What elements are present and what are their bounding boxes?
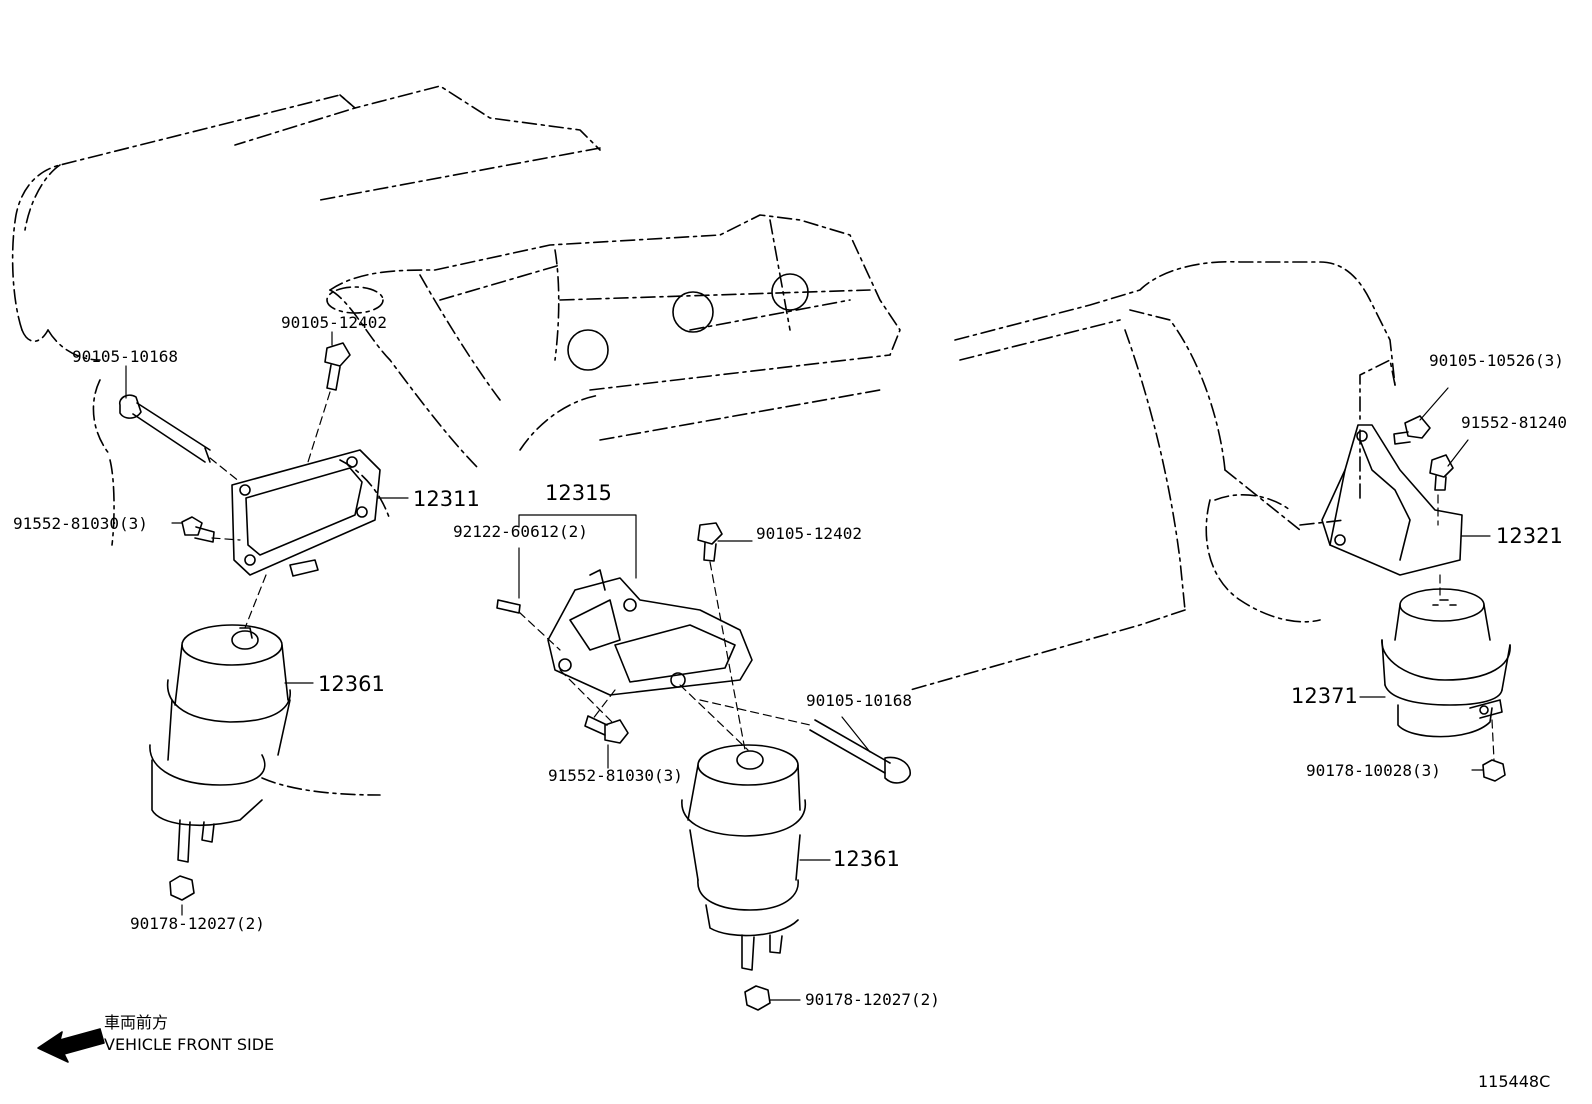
part-number-label: 90105-10526(3) bbox=[1429, 351, 1564, 370]
part-number-label: 12361 bbox=[318, 672, 385, 696]
vehicle-front-legend-english: VEHICLE FRONT SIDE bbox=[104, 1035, 275, 1054]
part-number-label: 90105-10168 bbox=[806, 691, 912, 710]
part-number-label: 90178-10028(3) bbox=[1306, 761, 1441, 780]
bracket-12315 bbox=[547, 569, 753, 696]
mount-12361-left bbox=[149, 624, 291, 863]
nut-90178-12027-left bbox=[169, 875, 195, 901]
front-direction-arrow-icon bbox=[37, 1028, 105, 1063]
bolt-91552-81030-mid bbox=[584, 715, 629, 744]
diagram-code: 115448C bbox=[1478, 1072, 1551, 1091]
part-number-label: 91552-81030(3) bbox=[13, 514, 148, 533]
part-number-label: 92122-60612(2) bbox=[453, 522, 588, 541]
bolt-90105-10526 bbox=[1393, 415, 1431, 445]
bracket-12321 bbox=[1321, 424, 1463, 576]
part-number-label: 90178-12027(2) bbox=[805, 990, 940, 1009]
assembly-lines bbox=[209, 391, 1495, 761]
bolt-90105-12402-mid bbox=[697, 522, 723, 562]
part-number-label: 12361 bbox=[833, 847, 900, 871]
bolt-91552-81030-left bbox=[181, 516, 215, 543]
part-number-label: 12315 bbox=[545, 481, 612, 505]
bolt-90105-12402-top bbox=[324, 342, 351, 391]
part-number-label: 12321 bbox=[1496, 524, 1563, 548]
part-number-label: 90105-12402 bbox=[281, 313, 387, 332]
engine-outline bbox=[11, 85, 1396, 796]
leader-lines bbox=[125, 331, 1491, 1001]
bolt-91552-81240 bbox=[1429, 454, 1454, 491]
part-number-label: 90105-12402 bbox=[756, 524, 862, 543]
part-number-label: 90105-10168 bbox=[72, 347, 178, 366]
part-number-label: 12311 bbox=[413, 487, 480, 511]
vehicle-front-legend-japanese: 車両前方 bbox=[104, 1013, 169, 1032]
nut-90178-10028 bbox=[1482, 759, 1506, 782]
part-number-label: 90178-12027(2) bbox=[130, 914, 265, 933]
part-number-label: 91552-81240 bbox=[1461, 413, 1567, 432]
stud-92122-60612 bbox=[496, 599, 521, 614]
nut-90178-12027-mid bbox=[744, 985, 771, 1011]
mount-12371 bbox=[1381, 588, 1511, 738]
bolt-90105-10168-left bbox=[118, 394, 211, 463]
part-number-label: 91552-81030(3) bbox=[548, 766, 683, 785]
part-number-label: 12371 bbox=[1291, 684, 1358, 708]
mount-12361-mid bbox=[681, 744, 807, 971]
engine-ports bbox=[326, 273, 809, 371]
bolt-90105-10168-mid bbox=[809, 719, 911, 784]
bracket-12311 bbox=[231, 449, 381, 577]
